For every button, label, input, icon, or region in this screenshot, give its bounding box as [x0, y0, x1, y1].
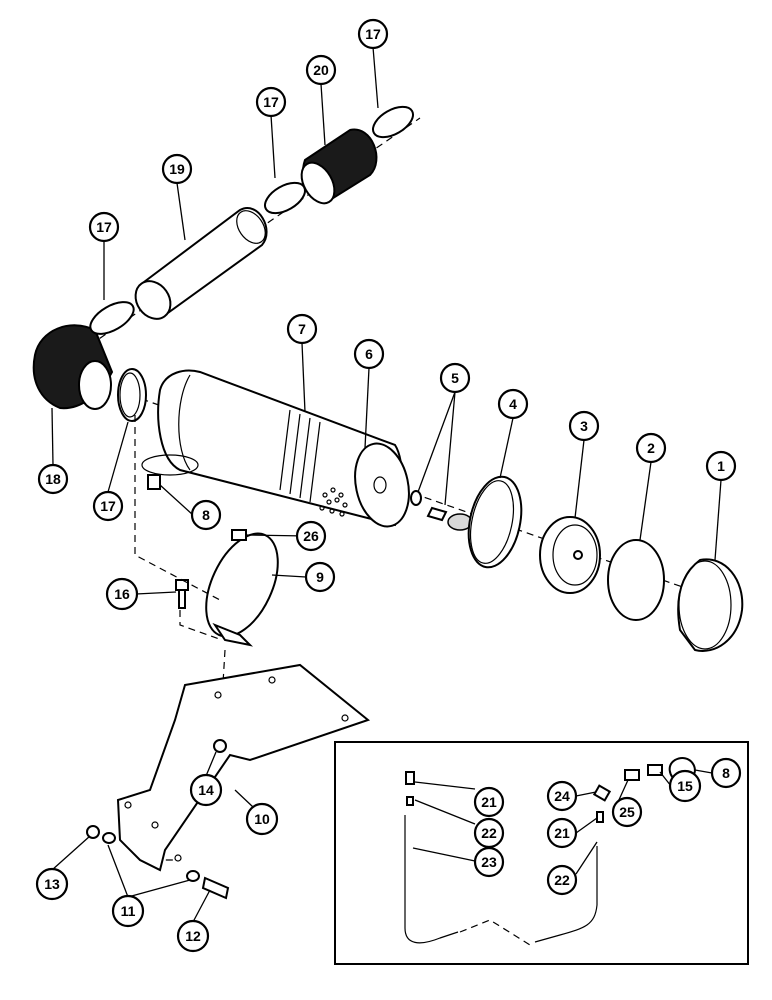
part-6-filter-end	[319, 442, 410, 528]
callout-6: 6	[353, 338, 385, 370]
callout-25: 25	[611, 796, 643, 828]
part-20-rubber-sleeve	[300, 128, 378, 205]
callout-20-label: 20	[313, 62, 329, 78]
part-12-bolt	[201, 876, 230, 900]
part-4-band	[467, 475, 523, 569]
part-2-gasket	[607, 539, 665, 621]
callout-4-label: 4	[509, 396, 517, 412]
callout-21-label: 21	[554, 825, 570, 841]
leader-lines	[51, 46, 722, 923]
callout-11: 11	[111, 894, 145, 928]
callout-2-label: 2	[647, 440, 655, 456]
callout-18-label: 18	[45, 471, 61, 487]
callout-4: 4	[497, 388, 529, 420]
part-16-bolt	[175, 579, 189, 609]
part-11-washers	[102, 832, 200, 882]
callout-10-label: 10	[254, 811, 270, 827]
callout-21: 21	[546, 817, 578, 849]
part-17-clamp-top	[372, 105, 414, 139]
part-17-clamp-lower	[117, 368, 147, 422]
callout-7-label: 7	[298, 321, 306, 337]
callout-5: 5	[439, 362, 471, 394]
callout-8: 8	[710, 757, 742, 789]
callout-15-label: 15	[677, 778, 693, 794]
callout-1: 1	[705, 450, 737, 482]
part-14-nut	[213, 739, 227, 753]
callout-3-label: 3	[580, 418, 588, 434]
part-13-nut	[86, 825, 100, 839]
callout-9: 9	[304, 561, 336, 593]
callout-5-label: 5	[451, 370, 459, 386]
part-3-cover	[539, 516, 601, 594]
callout-17: 17	[357, 18, 389, 50]
callout-22-label: 22	[554, 872, 570, 888]
callout-13-label: 13	[44, 876, 60, 892]
part-17-clamp-upper-left	[89, 301, 135, 335]
callout-8-label: 8	[202, 507, 210, 523]
callout-12-label: 12	[185, 928, 201, 944]
callout-21-label: 21	[481, 794, 497, 810]
callout-26-label: 26	[303, 528, 319, 544]
callout-11-label: 11	[121, 903, 136, 919]
callout-23-label: 23	[481, 854, 497, 870]
callout-19: 19	[161, 153, 193, 185]
callout-17-label: 17	[365, 26, 381, 42]
callout-10: 10	[245, 802, 279, 836]
part-5-wing-nut	[410, 490, 473, 531]
callout-12: 12	[176, 919, 210, 953]
part-7-air-cleaner-housing	[141, 369, 404, 527]
callout-3: 3	[568, 410, 600, 442]
callout-17: 17	[92, 490, 124, 522]
callout-13: 13	[35, 867, 69, 901]
callout-8-label: 8	[722, 765, 730, 781]
callout-24: 24	[546, 780, 578, 812]
callout-8: 8	[190, 499, 222, 531]
callout-6-label: 6	[365, 346, 373, 362]
part-19-tube	[134, 207, 268, 320]
callout-14-label: 14	[198, 782, 214, 798]
callout-1-label: 1	[717, 458, 725, 474]
part-9-mounting-strap	[205, 529, 279, 647]
callout-22-label: 22	[481, 825, 497, 841]
callout-21: 21	[473, 786, 505, 818]
callout-16: 16	[105, 577, 139, 611]
callout-7: 7	[286, 313, 318, 345]
callout-26: 26	[295, 520, 327, 552]
callout-17-label: 17	[263, 94, 279, 110]
inset-tubing-left	[404, 771, 459, 944]
part-10-bracket	[116, 663, 371, 872]
callout-14: 14	[189, 773, 223, 807]
callout-2: 2	[635, 432, 667, 464]
callout-17-label: 17	[96, 219, 112, 235]
callout-23: 23	[473, 846, 505, 878]
callout-22: 22	[546, 864, 578, 896]
callout-19-label: 19	[169, 161, 185, 177]
part-8-fitting	[147, 474, 161, 490]
callout-15: 15	[668, 769, 702, 803]
callout-18: 18	[37, 463, 69, 495]
part-1-cup	[677, 558, 744, 652]
callout-24-label: 24	[554, 788, 570, 804]
callout-9-label: 9	[316, 569, 324, 585]
callout-17-label: 17	[100, 498, 116, 514]
center-axis-line	[79, 117, 721, 601]
part-18-rubber-elbow	[32, 324, 114, 410]
callout-17: 17	[255, 86, 287, 118]
callout-17: 17	[88, 211, 120, 243]
callout-16-label: 16	[114, 586, 130, 602]
callout-25-label: 25	[619, 804, 635, 820]
callout-20: 20	[305, 54, 337, 86]
callout-22: 22	[473, 817, 505, 849]
